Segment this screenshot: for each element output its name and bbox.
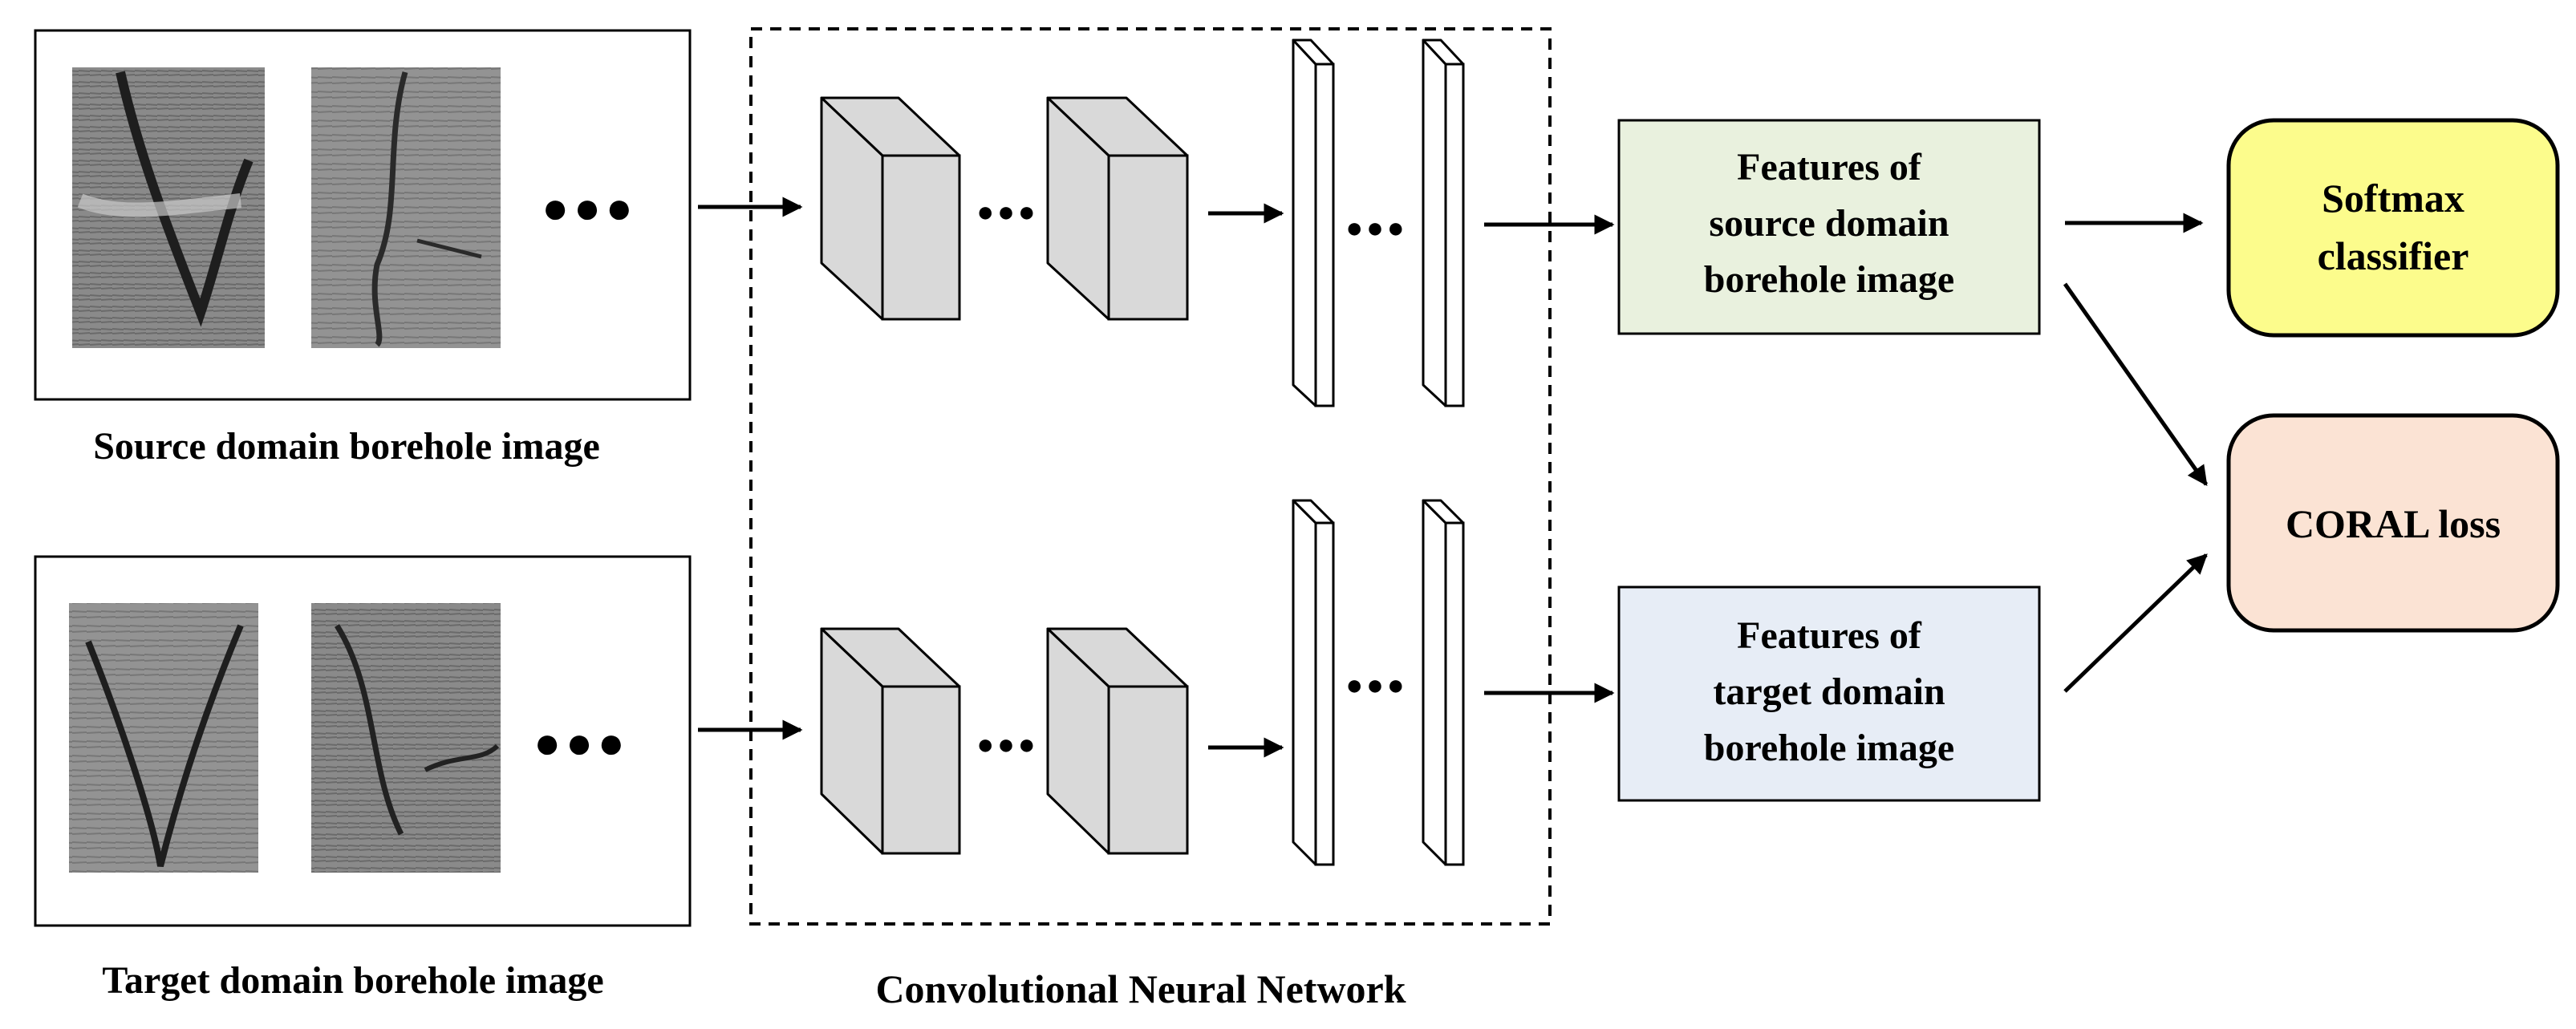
coral-loss-box: CORAL loss	[2226, 413, 2560, 633]
fc-dots-bottom: ●●●	[1345, 669, 1407, 701]
source-features-bg	[1617, 119, 2041, 335]
target-image-panel: ●●●	[34, 555, 692, 927]
source-features-line-1: Features of	[1737, 146, 1922, 188]
cnn-label: Convolutional Neural Network	[875, 966, 1406, 1011]
conv-block-top-2	[1046, 96, 1189, 321]
fc-layer-top-2	[1422, 38, 1465, 407]
conv-dots-top: ●●●	[976, 196, 1038, 228]
fc-layer-bottom-2	[1422, 499, 1465, 866]
target-features-line-1: Features of	[1737, 614, 1922, 657]
source-borehole-image-2	[311, 67, 501, 348]
target-borehole-image-1	[69, 603, 258, 873]
source-features-line-3: borehole image	[1704, 258, 1954, 301]
source-ellipsis: ●●●	[542, 184, 637, 233]
source-features-box: Features of source domain borehole image	[1617, 119, 2041, 335]
target-borehole-image-2	[311, 603, 501, 873]
softmax-classifier-box: Softmax classifier	[2226, 118, 2560, 338]
softmax-line-1: Softmax	[2322, 176, 2464, 221]
target-features-bg	[1617, 585, 2041, 802]
conv-block-bottom-2	[1046, 627, 1189, 855]
fc-layer-bottom-1	[1292, 499, 1335, 866]
source-features-line-2: source domain	[1709, 202, 1949, 245]
arrow-target-to-coral	[2063, 553, 2208, 693]
fc-dots-top: ●●●	[1345, 212, 1407, 244]
softmax-line-2: classifier	[2318, 233, 2469, 278]
source-image-panel: ●●●	[34, 29, 692, 401]
target-features-line-3: borehole image	[1704, 727, 1954, 769]
conv-block-bottom-1	[820, 627, 961, 855]
fc-layer-top-1	[1292, 38, 1335, 407]
conv-block-top-1	[820, 96, 961, 321]
target-features-line-2: target domain	[1713, 670, 1945, 713]
coral-label: CORAL loss	[2286, 501, 2501, 546]
source-borehole-image-1	[72, 67, 265, 348]
coral-bg	[2226, 413, 2560, 633]
softmax-bg	[2226, 118, 2560, 338]
arrow-source-to-coral	[2063, 282, 2209, 487]
target-ellipsis: ●●●	[533, 719, 629, 768]
target-panel-label: Target domain borehole image	[102, 959, 603, 1002]
target-features-box: Features of target domain borehole image	[1617, 585, 2041, 802]
source-panel-label: Source domain borehole image	[93, 425, 600, 468]
conv-dots-bottom: ●●●	[976, 728, 1038, 760]
